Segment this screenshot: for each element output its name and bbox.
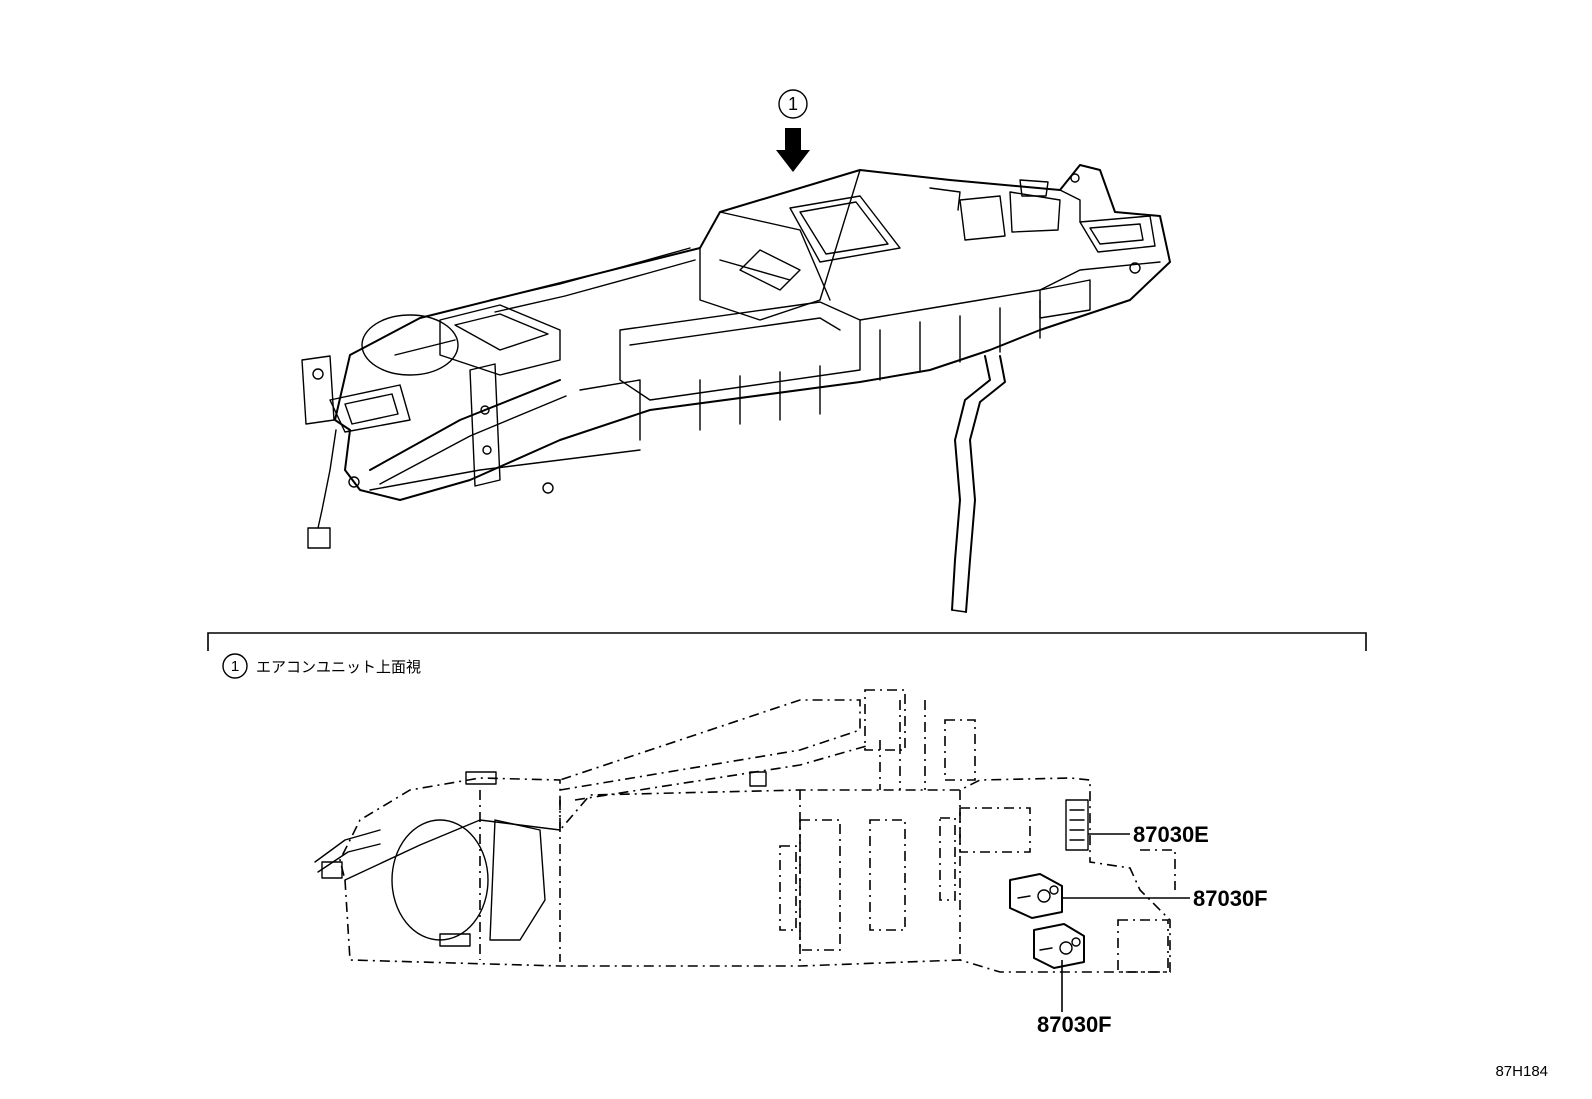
view-marker: 1	[776, 89, 810, 172]
ac-unit-top-view	[314, 689, 1176, 973]
part-label-87030E: 87030E	[1133, 822, 1209, 847]
diagram-code: 87H184	[1495, 1063, 1548, 1080]
part-87030F-actuator-lower	[1033, 923, 1085, 969]
detail-view-caption-text: エアコンユニット上面視	[256, 658, 421, 676]
detail-view-bracket	[207, 632, 1367, 651]
view-marker-number: 1	[788, 94, 798, 114]
part-87030F-actuator-upper	[1009, 873, 1063, 919]
part-label-87030F-upper: 87030F	[1193, 886, 1268, 911]
view-direction-arrow-icon	[776, 128, 810, 172]
detail-view-number: 1	[231, 658, 239, 675]
view-marker-circle	[778, 89, 808, 119]
part-87030E-connector	[1065, 799, 1089, 851]
detail-view-circle	[222, 653, 248, 679]
ac-unit-isometric	[301, 164, 1171, 613]
detail-view-caption: 1 エアコンユニット上面視	[222, 653, 421, 679]
part-label-87030F-lower: 87030F	[1037, 1012, 1112, 1037]
